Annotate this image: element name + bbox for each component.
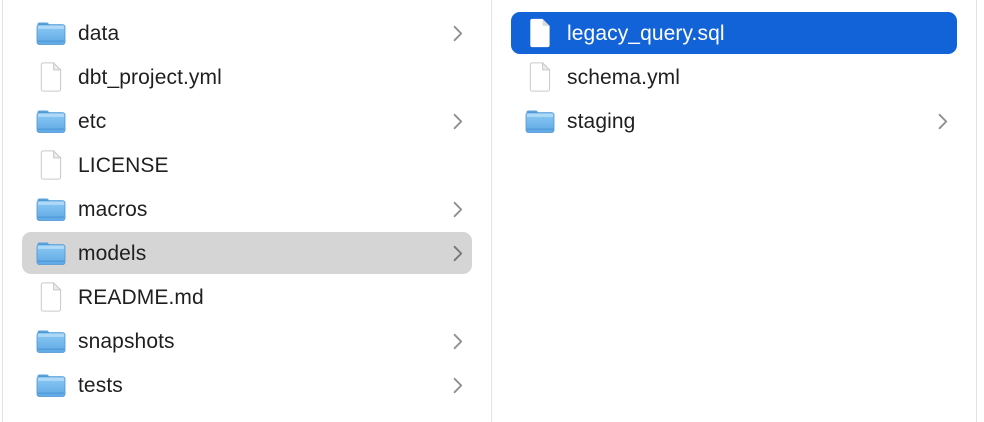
folder-icon [36, 242, 66, 265]
selection-highlight [22, 232, 472, 274]
column-models-folder: legacy_query.sql schema.yml staging [492, 0, 976, 422]
folder-icon [525, 110, 555, 133]
selection-highlight [511, 12, 957, 54]
file-icon [40, 62, 62, 92]
item-label: etc [78, 109, 107, 133]
item-label: README.md [78, 285, 204, 309]
list-item[interactable]: README.md [3, 275, 491, 319]
item-label: data [78, 21, 120, 45]
list-item[interactable]: macros [3, 187, 491, 231]
folder-icon [36, 369, 66, 401]
item-label: LICENSE [78, 153, 169, 177]
list-item[interactable]: legacy_query.sql [492, 11, 976, 55]
list-item[interactable]: LICENSE [3, 143, 491, 187]
file-icon [525, 61, 555, 93]
folder-icon [36, 17, 66, 49]
item-label: schema.yml [567, 65, 681, 89]
item-label: models [78, 241, 147, 265]
item-label: staging [567, 109, 636, 133]
file-icon [525, 17, 555, 49]
file-icon [40, 282, 62, 312]
folder-icon [525, 105, 555, 137]
folder-icon [36, 193, 66, 225]
folder-icon [36, 105, 66, 137]
chevron-right-icon [453, 377, 463, 394]
file-icon [36, 149, 66, 181]
folder-icon [36, 198, 66, 221]
item-label: tests [78, 373, 123, 397]
list-item[interactable]: data [3, 11, 491, 55]
chevron-right-icon [453, 333, 463, 350]
chevron-right-icon [453, 245, 463, 262]
list-item[interactable]: etc [3, 99, 491, 143]
list-item[interactable]: schema.yml [492, 55, 976, 99]
column-edge-line [2, 0, 3, 422]
list-item[interactable]: staging [492, 99, 976, 143]
list-item[interactable]: snapshots [3, 319, 491, 363]
item-label: legacy_query.sql [567, 21, 725, 45]
column-parent-folder: data dbt_project.yml etc [3, 0, 491, 422]
chevron-right-icon [938, 113, 948, 130]
chevron-right-icon [453, 25, 463, 42]
list-item[interactable]: tests [3, 363, 491, 407]
folder-icon [36, 110, 66, 133]
file-icon [36, 61, 66, 93]
file-icon [529, 62, 551, 92]
folder-icon [36, 22, 66, 45]
column-divider[interactable] [491, 0, 492, 422]
file-icon [36, 281, 66, 313]
folder-icon [36, 330, 66, 353]
item-label: macros [78, 197, 148, 221]
folder-icon [36, 237, 66, 269]
file-icon [530, 18, 550, 48]
folder-icon [36, 325, 66, 357]
item-label: snapshots [78, 329, 175, 353]
chevron-right-icon [453, 113, 463, 130]
item-label: dbt_project.yml [78, 65, 222, 89]
chevron-right-icon [453, 201, 463, 218]
file-icon [40, 150, 62, 180]
list-item[interactable]: dbt_project.yml [3, 55, 491, 99]
folder-icon [36, 374, 66, 397]
list-item[interactable]: models [3, 231, 491, 275]
column-divider[interactable] [976, 0, 977, 422]
